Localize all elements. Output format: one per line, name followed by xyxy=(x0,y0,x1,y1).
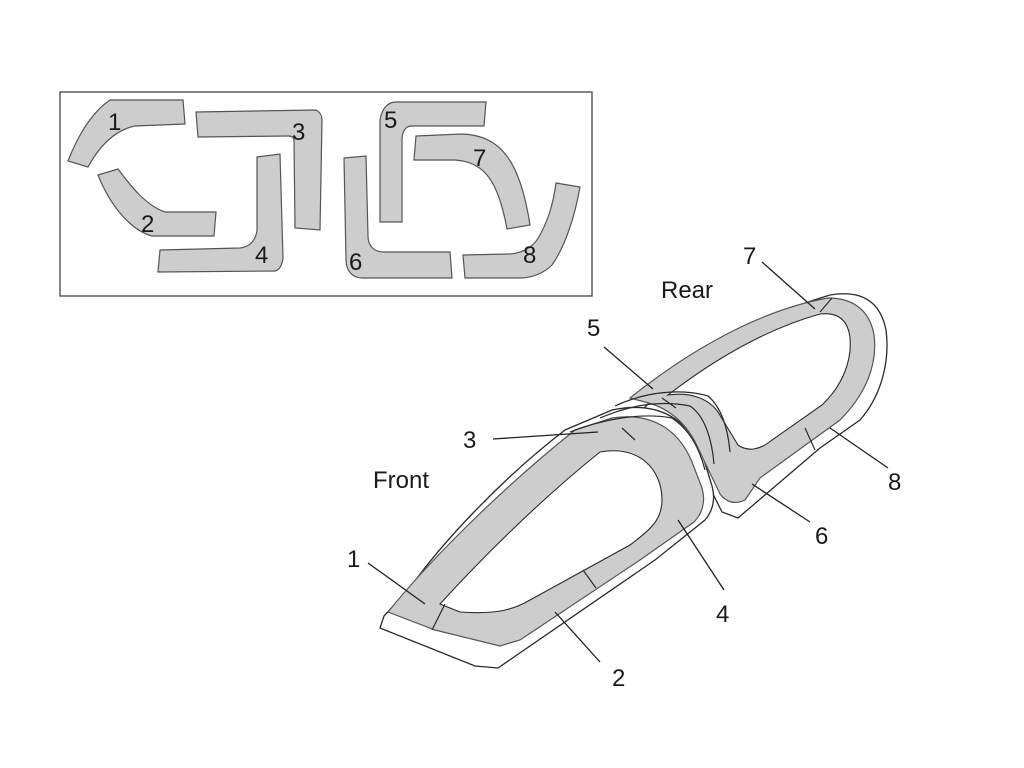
callout-3: 3 xyxy=(463,427,476,454)
part-label-8: 8 xyxy=(523,242,536,269)
mask-part-2 xyxy=(97,168,217,237)
leader-3 xyxy=(492,431,599,440)
divider-1-2 xyxy=(431,603,446,631)
callout-7: 7 xyxy=(743,243,756,270)
part-label-7: 7 xyxy=(473,145,486,172)
front-canopy-glass xyxy=(439,450,663,614)
part-label-6: 6 xyxy=(349,249,362,276)
mask-part-8 xyxy=(462,182,581,279)
divider-6-8 xyxy=(804,427,816,451)
mask-part-4 xyxy=(157,153,284,273)
part-label-5: 5 xyxy=(384,107,397,134)
mask-part-3 xyxy=(195,109,323,231)
canopy-bow-front xyxy=(569,415,706,471)
front-label: Front xyxy=(373,467,429,494)
callout-2: 2 xyxy=(612,665,625,692)
leader-2 xyxy=(554,611,601,663)
divider-2-4 xyxy=(582,569,597,589)
part-label-1: 1 xyxy=(108,109,121,136)
callout-5: 5 xyxy=(587,315,600,342)
leader-4 xyxy=(677,519,725,591)
part-label-2: 2 xyxy=(141,211,154,238)
mask-part-7 xyxy=(413,133,531,230)
canopy-drawing: Front Rear 1 2 3 4 5 6 7 8 xyxy=(347,243,901,692)
mask-part-6 xyxy=(343,155,453,279)
canopy-bow-middle xyxy=(599,402,715,465)
callout-6: 6 xyxy=(815,523,828,550)
leader-5 xyxy=(603,346,654,390)
leader-1 xyxy=(367,562,426,605)
divider-7-8 xyxy=(819,297,833,313)
callout-1: 1 xyxy=(347,546,360,573)
canopy-bow-rear xyxy=(614,391,731,453)
callout-4: 4 xyxy=(716,601,729,628)
mask-part-1 xyxy=(67,99,186,168)
rear-canopy-glass xyxy=(666,313,851,450)
leader-8 xyxy=(829,427,889,469)
leader-6 xyxy=(751,483,811,523)
divider-3-4 xyxy=(621,427,636,441)
divider-5-6 xyxy=(661,397,677,409)
callout-8: 8 xyxy=(888,469,901,496)
rear-label: Rear xyxy=(661,277,713,304)
mask-parts-sheet: 1 2 3 4 5 6 7 8 xyxy=(59,91,593,297)
part-label-3: 3 xyxy=(292,119,305,146)
leader-7 xyxy=(761,261,816,310)
mask-part-5 xyxy=(379,101,487,223)
part-label-4: 4 xyxy=(255,242,268,269)
